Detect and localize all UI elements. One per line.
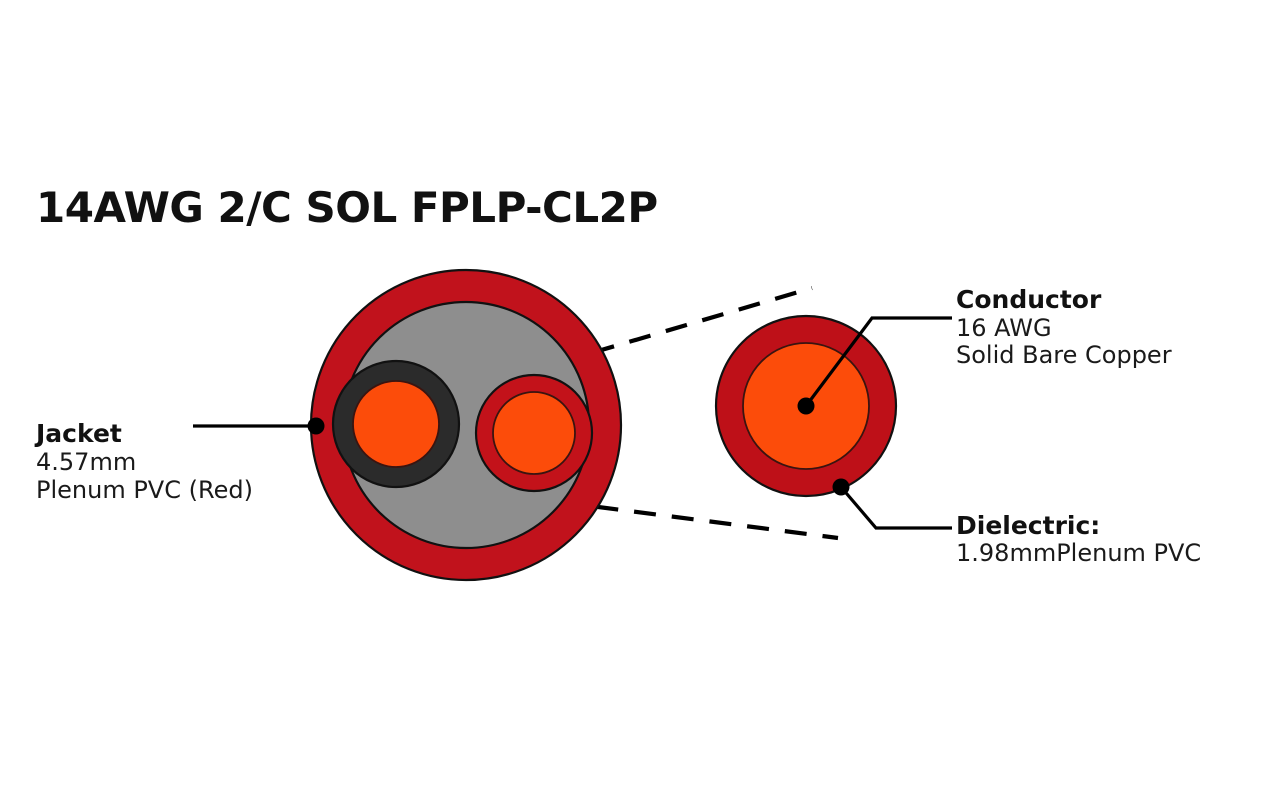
callout-conductor: Conductor 16 AWG Solid Bare Copper — [956, 285, 1172, 369]
jacket-label-line1: 4.57mm — [36, 448, 136, 476]
callout-jacket: Jacket 4.57mm Plenum PVC (Red) — [34, 419, 253, 504]
conductor-right-copper — [492, 391, 576, 475]
dielectric-leader — [832, 478, 952, 530]
dielectric-label-heading: Dielectric: — [956, 511, 1100, 540]
jacket-label-heading: Jacket — [34, 419, 122, 448]
conductor-label-line1: 16 AWG — [956, 314, 1052, 342]
callout-dielectric: Dielectric: 1.98mmPlenum PVC — [956, 511, 1201, 567]
page-title: 14AWG 2/C SOL FPLP-CL2P — [36, 183, 658, 232]
dielectric-leader-dot — [832, 478, 850, 496]
conductor-leader — [797, 316, 952, 415]
main-cable-cross-section — [309, 268, 623, 582]
conductor-label-heading: Conductor — [956, 285, 1102, 314]
conductor-leader-dot — [797, 397, 815, 415]
conductor-left-copper — [352, 380, 440, 468]
jacket-leader — [193, 417, 325, 435]
jacket-leader-dot — [307, 417, 325, 435]
conductor-label-line2: Solid Bare Copper — [956, 341, 1172, 369]
dielectric-label-line1: 1.98mmPlenum PVC — [956, 539, 1201, 567]
jacket-label-line2: Plenum PVC (Red) — [36, 476, 253, 504]
